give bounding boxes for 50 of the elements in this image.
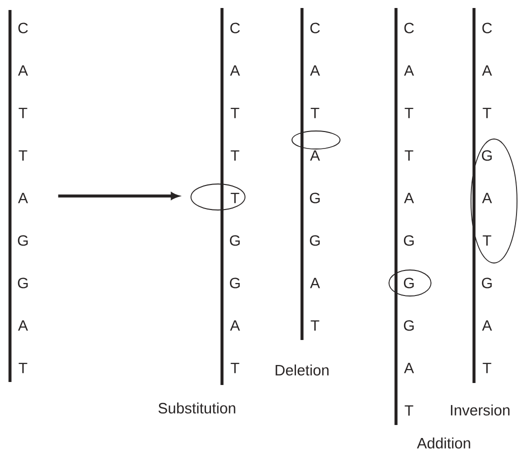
base-letter: T (230, 108, 240, 118)
base-letter: G (310, 235, 320, 246)
base-letter: T (482, 362, 492, 374)
base-letter: A (482, 65, 492, 76)
strand-caption: Deletion (276, 364, 329, 376)
base-letter: C (18, 22, 28, 34)
base-letter: A (482, 320, 492, 331)
base-letter: G (404, 235, 414, 246)
base-letter: A (18, 192, 28, 204)
base-letter: G (404, 320, 414, 331)
base-letter: T (482, 108, 492, 118)
arrow (58, 192, 179, 200)
base-letter: G (18, 235, 28, 246)
base-letter: A (230, 320, 240, 331)
base-letter: C (310, 22, 320, 34)
base-letter: A (310, 65, 320, 76)
strand-caption: Substitution (158, 402, 236, 414)
base-letter: T (404, 150, 414, 161)
base-letter: T (310, 320, 320, 331)
base-letter: C (230, 22, 240, 34)
base-letter: T (18, 362, 28, 374)
base-letter: C (482, 22, 492, 34)
base-letter: G (18, 278, 28, 288)
base-letter: G (482, 150, 492, 161)
base-letter: T (404, 405, 414, 416)
base-letter: A (230, 65, 240, 76)
base-letter: G (482, 278, 492, 288)
base-letter: A (404, 192, 414, 204)
base-letter: A (404, 362, 414, 374)
base-letter: T (230, 150, 240, 161)
base-letter: G (230, 278, 240, 288)
base-letter: A (482, 192, 492, 204)
base-letter: G (230, 235, 240, 246)
strand-caption: Addition (416, 438, 470, 448)
base-letter: T (404, 108, 414, 118)
base-letter: A (18, 65, 28, 76)
base-letter: T (18, 150, 28, 161)
strand-caption: Inversion (450, 404, 510, 416)
base-letter: A (18, 320, 28, 331)
base-letter: T (18, 108, 28, 118)
base-letter: T (230, 362, 240, 374)
base-letter: T (230, 192, 240, 204)
base-letter: A (310, 150, 320, 161)
base-letter: A (404, 65, 414, 76)
base-letter: G (404, 278, 414, 288)
base-letter: C (404, 22, 414, 34)
base-letter: T (482, 235, 492, 246)
base-letter: A (310, 278, 320, 288)
base-letter: G (310, 192, 320, 204)
base-letter: T (310, 108, 320, 118)
